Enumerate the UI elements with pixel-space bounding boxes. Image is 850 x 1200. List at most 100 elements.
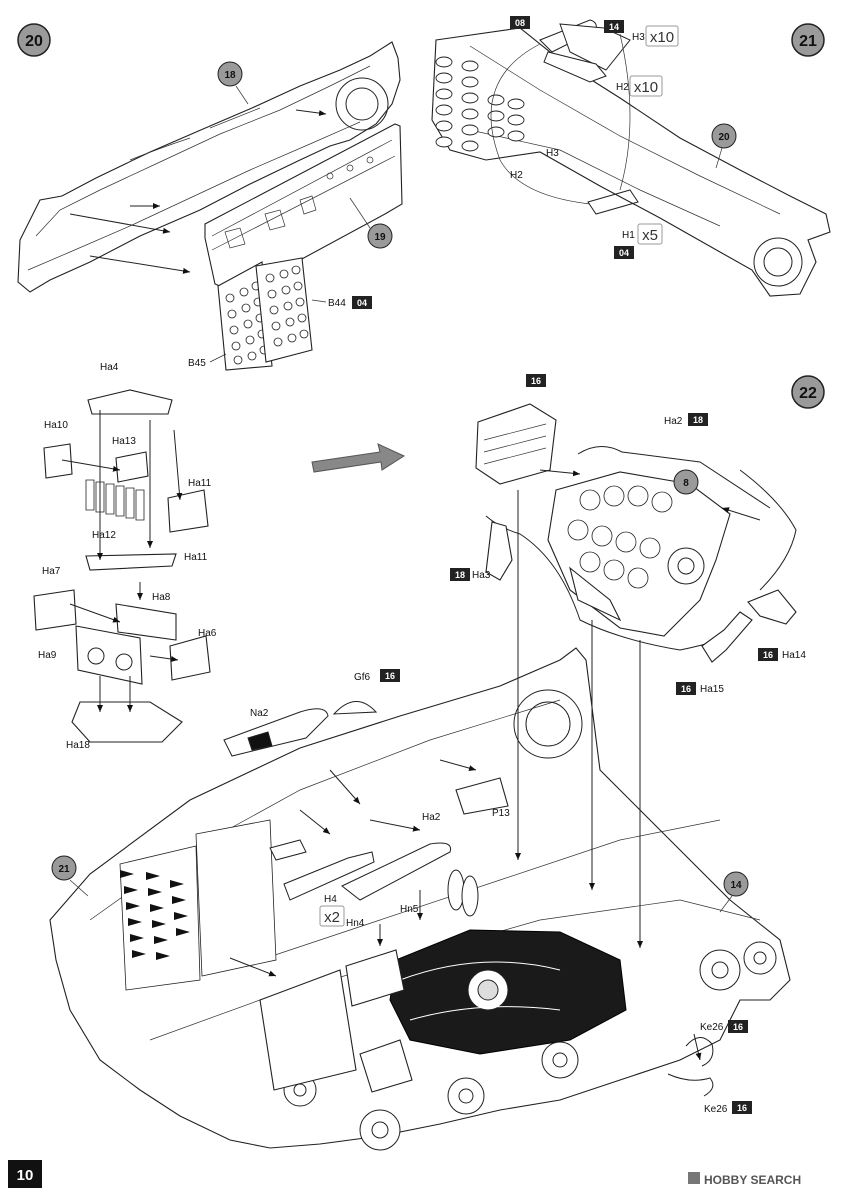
label-ke26-a: Ke26 (700, 1022, 724, 1033)
badge-16-ke26-b: 16 (732, 1101, 752, 1114)
svg-text:HOBBY SEARCH: HOBBY SEARCH (704, 1173, 801, 1187)
svg-text:16: 16 (531, 376, 541, 386)
label-p13: P13 (492, 808, 510, 819)
badge-04-h1: 04 (614, 246, 634, 259)
label-ha11-b: Ha11 (184, 552, 208, 563)
svg-text:21: 21 (58, 864, 70, 875)
svg-text:04: 04 (619, 248, 629, 258)
step-21: 21 08 14 H3 (431, 16, 831, 297)
hook-ke26-a (685, 1037, 714, 1067)
label-h2: H2 (510, 170, 523, 181)
watermark: HOBBY SEARCH (688, 1172, 801, 1187)
label-ha11-a: Ha11 (188, 478, 212, 489)
svg-text:21: 21 (799, 33, 817, 50)
badge-04-b44: 04 (352, 296, 372, 309)
pipes (485, 446, 797, 651)
label-ha6: Ha6 (198, 628, 217, 639)
badge-16-gf6: 16 (380, 669, 400, 682)
callout-19: 19 (349, 197, 393, 249)
fender-part-18 (17, 41, 401, 293)
step-number-22: 22 (791, 375, 825, 409)
label-ha7: Ha7 (42, 566, 61, 577)
svg-text:20: 20 (718, 132, 730, 143)
label-ha10: Ha10 (44, 420, 68, 431)
label-hn5: Hn5 (400, 904, 419, 915)
label-ha18: Ha18 (66, 740, 90, 751)
label-h3-top: H3 (632, 32, 645, 43)
step-number-20: 20 (17, 23, 51, 57)
svg-text:16: 16 (737, 1103, 747, 1113)
svg-text:16: 16 (681, 684, 691, 694)
svg-text:16: 16 (733, 1022, 743, 1032)
hook-ke26-b (667, 1073, 714, 1097)
callout-20: 20 (711, 123, 737, 169)
label-ha15: Ha15 (700, 684, 724, 695)
mult-h3: x10 (645, 25, 679, 47)
svg-text:04: 04 (357, 298, 367, 308)
callout-8: 8 (673, 469, 699, 495)
badge-16-ha15: 16 (676, 682, 696, 695)
svg-text:18: 18 (224, 70, 236, 81)
label-gf6: Gf6 (354, 672, 371, 683)
badge-16-ke26-a: 16 (728, 1020, 748, 1033)
step-20: 20 (17, 23, 403, 371)
label-ke26-b: Ke26 (704, 1104, 728, 1115)
rounds-h3-h2 (539, 19, 631, 83)
label-ha8: Ha8 (152, 592, 171, 603)
label-b44: B44 (328, 298, 346, 309)
label-ha9: Ha9 (38, 650, 57, 661)
pipe-ha3 (485, 521, 513, 581)
badge-18-ha2: 18 (688, 413, 708, 426)
svg-text:x5: x5 (642, 227, 658, 244)
badge-14-h3: 14 (604, 20, 624, 33)
ammo-rack-b44 (255, 257, 313, 363)
svg-text:18: 18 (455, 570, 465, 580)
svg-text:08: 08 (515, 18, 525, 28)
label-ha3: Ha3 (472, 570, 491, 581)
svg-text:14: 14 (609, 22, 619, 32)
shells-h4-na2 (223, 708, 452, 901)
svg-text:x10: x10 (650, 29, 674, 46)
hose-ha14 (747, 589, 797, 625)
part-p13 (455, 777, 509, 815)
label-ha2: Ha2 (422, 812, 441, 823)
step-22: 22 (49, 374, 825, 1151)
label-ha2-top: Ha2 (664, 416, 683, 427)
fender-assembly-20 (431, 27, 831, 297)
hose-ha15 (701, 611, 753, 663)
svg-text:16: 16 (763, 650, 773, 660)
step-number-21: 21 (791, 23, 825, 57)
svg-text:22: 22 (799, 385, 817, 402)
tool-h1 (587, 189, 639, 215)
part-gf6 (332, 701, 378, 715)
callout-21: 21 (51, 855, 89, 897)
badge-16-top: 16 (526, 374, 546, 387)
label-ha12: Ha12 (92, 530, 116, 541)
svg-text:8: 8 (683, 478, 689, 489)
mult-h2: x10 (629, 75, 663, 97)
mult-h1: x5 (637, 223, 663, 245)
page-number: 10 (8, 1160, 42, 1188)
label-h2-top: H2 (616, 82, 629, 93)
svg-text:19: 19 (374, 232, 386, 243)
svg-text:10: 10 (17, 1167, 34, 1184)
mult-h4: x2 (319, 905, 345, 927)
flow-arrow (311, 443, 406, 473)
svg-text:20: 20 (25, 33, 43, 50)
svg-text:x2: x2 (324, 909, 340, 926)
label-ha14: Ha14 (782, 650, 806, 661)
badge-16-ha14: 16 (758, 648, 778, 661)
engine-assembly-8 (547, 471, 731, 637)
step-20-arrows (69, 109, 327, 274)
label-hn4: Hn4 (346, 918, 365, 929)
callout-18: 18 (217, 61, 249, 105)
label-h1: H1 (622, 230, 635, 241)
label-ha13: Ha13 (112, 436, 136, 447)
svg-text:16: 16 (385, 671, 395, 681)
svg-text:18: 18 (693, 415, 703, 425)
svg-text:x10: x10 (634, 79, 658, 96)
label-h4: H4 (324, 894, 337, 905)
badge-18-ha3: 18 (450, 568, 470, 581)
radiator-box-16 (475, 403, 557, 485)
